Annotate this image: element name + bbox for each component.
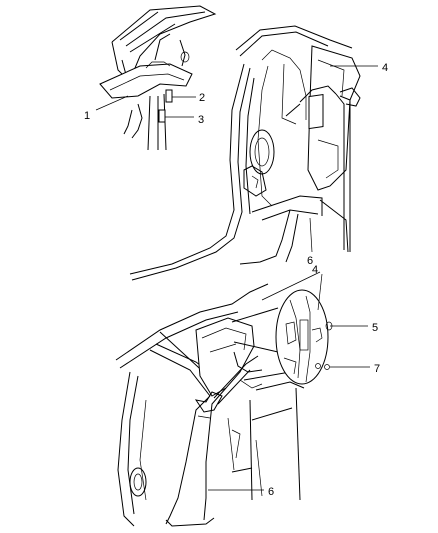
interior-view-upper — [129, 25, 361, 281]
callouts: 1 2 3 4 6 4 5 7 6 — [84, 62, 388, 498]
leader-4b-1 — [261, 271, 321, 301]
callout-2: 2 — [199, 92, 205, 104]
inset-detail — [231, 289, 329, 385]
callout-5: 5 — [372, 322, 378, 334]
callout-4b: 4 — [312, 264, 318, 276]
callout-7: 7 — [374, 363, 380, 375]
callout-6b: 6 — [268, 486, 274, 498]
part-5-marker — [325, 321, 333, 331]
callout-1: 1 — [84, 110, 90, 122]
upper-pillar-detail — [99, 5, 217, 151]
part-7-marker — [324, 364, 330, 370]
callout-4a: 4 — [382, 62, 388, 74]
leader-4b-2 — [317, 273, 323, 311]
callout-6a: 6 — [307, 255, 313, 267]
callout-3: 3 — [198, 114, 204, 126]
leader-6a — [309, 217, 313, 253]
leader-1 — [95, 95, 129, 111]
